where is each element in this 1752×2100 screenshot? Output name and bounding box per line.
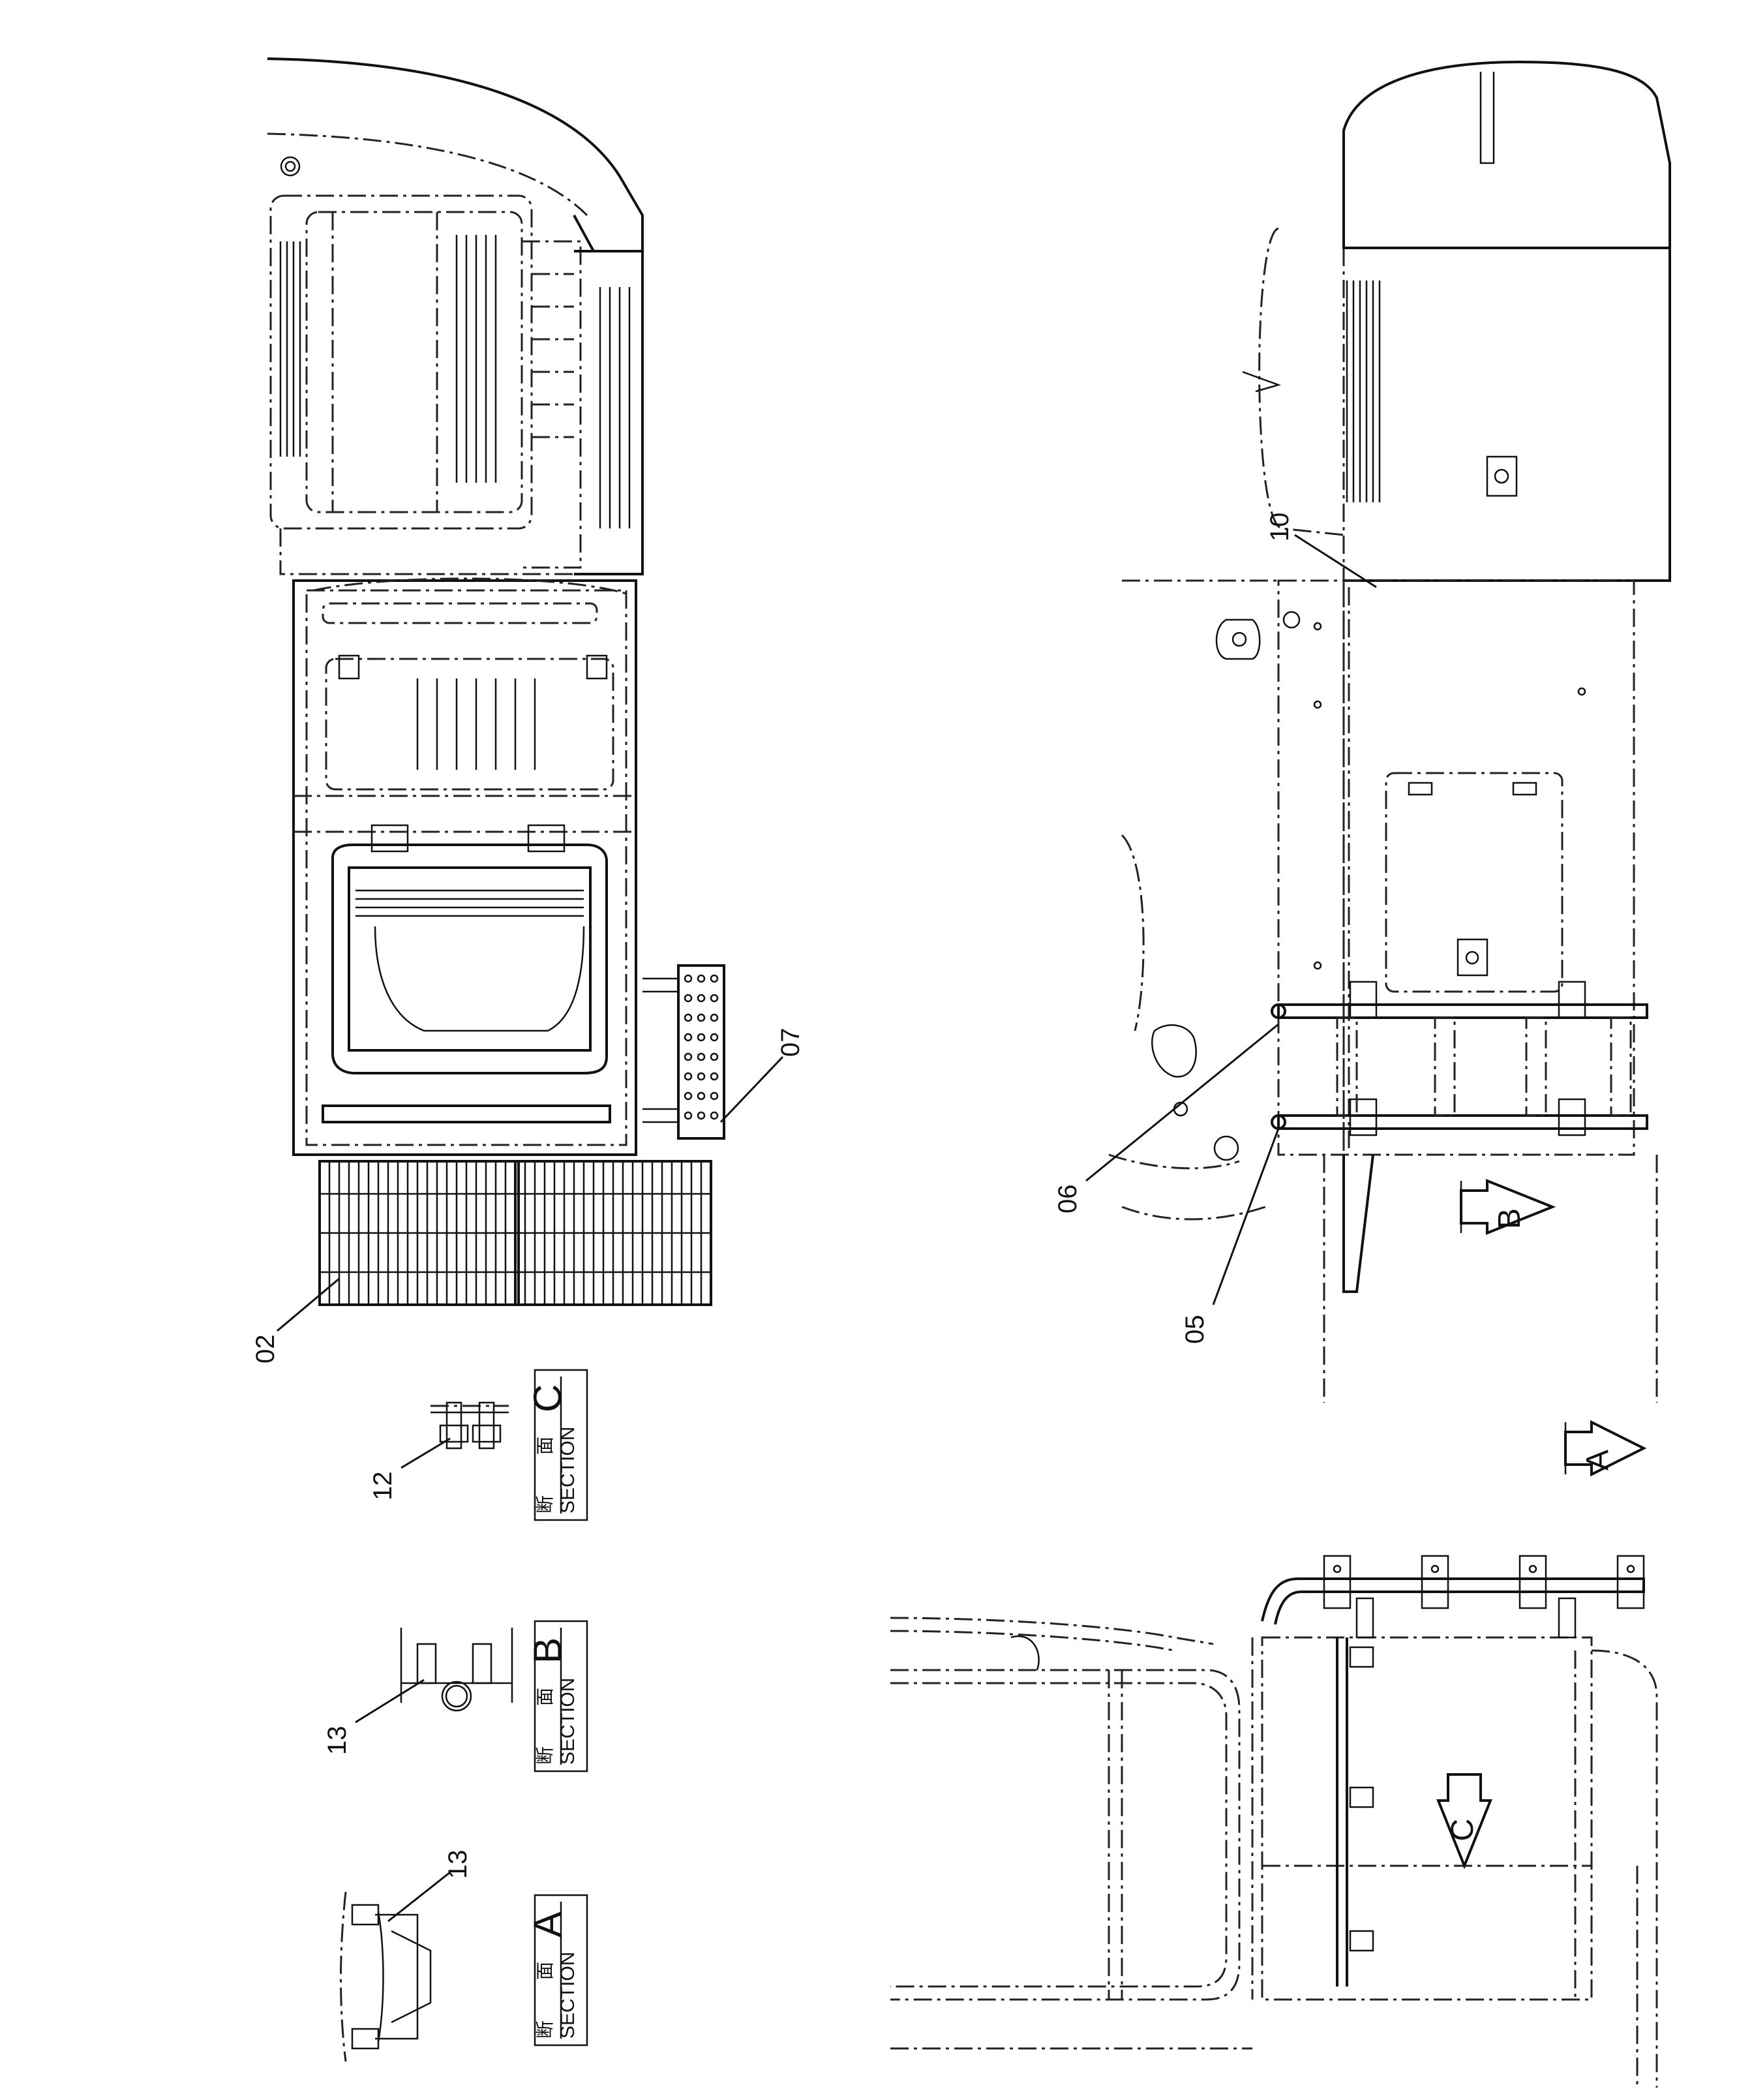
callout-13-b-label: 13: [323, 1726, 352, 1756]
callout-05-label: 05: [1181, 1315, 1209, 1345]
section-a-jp2: 面: [534, 1962, 556, 1980]
section-c-en: SECTION: [557, 1427, 579, 1514]
grating-02: [318, 1160, 712, 1306]
callout-10: 10: [1265, 513, 1377, 588]
section-c-jp2: 面: [534, 1437, 556, 1455]
handrail-05-06: [1271, 981, 1648, 1136]
hood-vents: [1346, 281, 1381, 502]
view-arrow-b: B: [1460, 1179, 1556, 1235]
section-c-jp1: 断: [534, 1495, 556, 1514]
side-view: [1108, 60, 1671, 1403]
callout-10-label: 10: [1265, 513, 1294, 542]
view-arrow-a: A: [1564, 1420, 1647, 1477]
section-b-detail: [400, 1628, 513, 1712]
callout-13-a-label: 13: [444, 1850, 472, 1879]
section-details: SECTION 断 面 C SECTION 断 面 B: [340, 1369, 588, 2062]
callout-02: 02: [251, 1277, 340, 1364]
section-b-en: SECTION: [557, 1678, 579, 1765]
section-c-letter: C: [526, 1384, 569, 1412]
section-a-letter: A: [526, 1911, 569, 1938]
section-a-jp1: 断: [534, 2020, 556, 2039]
view-arrow-a-letter: A: [1580, 1450, 1615, 1470]
section-a-en: SECTION: [557, 1952, 579, 2039]
seat-ribs: [416, 678, 536, 770]
section-b-jp1: 断: [534, 1746, 556, 1765]
view-arrow-c-letter: C: [1445, 1819, 1480, 1842]
callout-06-label: 06: [1053, 1185, 1082, 1214]
view-arrow-c: C: [1436, 1773, 1492, 1870]
callout-07: 07: [719, 1028, 805, 1123]
step-07: [642, 964, 725, 1140]
front-view: [890, 1555, 1658, 2088]
top-view: [267, 57, 725, 1306]
callout-13-b: 13: [323, 1679, 425, 1756]
section-label-c: SECTION 断 面 C: [526, 1369, 588, 1521]
section-b-letter: B: [526, 1637, 569, 1664]
front-handrail: [1261, 1555, 1645, 1639]
section-c-detail: [430, 1401, 509, 1450]
callout-12: 12: [369, 1437, 451, 1501]
view-arrow-b-letter: B: [1492, 1208, 1527, 1229]
callout-02-label: 02: [251, 1335, 280, 1364]
section-a-detail: [340, 1891, 432, 2062]
vent-slots-left: [279, 241, 301, 457]
callout-05: 05: [1181, 1128, 1280, 1345]
section-b-jp2: 面: [534, 1688, 556, 1706]
section-label-b: SECTION 断 面 B: [526, 1620, 588, 1773]
callout-12-label: 12: [369, 1472, 397, 1501]
callout-13-a: 13: [387, 1850, 472, 1923]
section-label-a: SECTION 断 面 A: [526, 1894, 588, 2047]
callout-06: 06: [1053, 1023, 1279, 1214]
vent-slots-middle: [455, 235, 497, 483]
callout-07-label: 07: [776, 1028, 805, 1058]
side-grille: [599, 287, 631, 528]
bolt-row: [1313, 622, 1586, 970]
